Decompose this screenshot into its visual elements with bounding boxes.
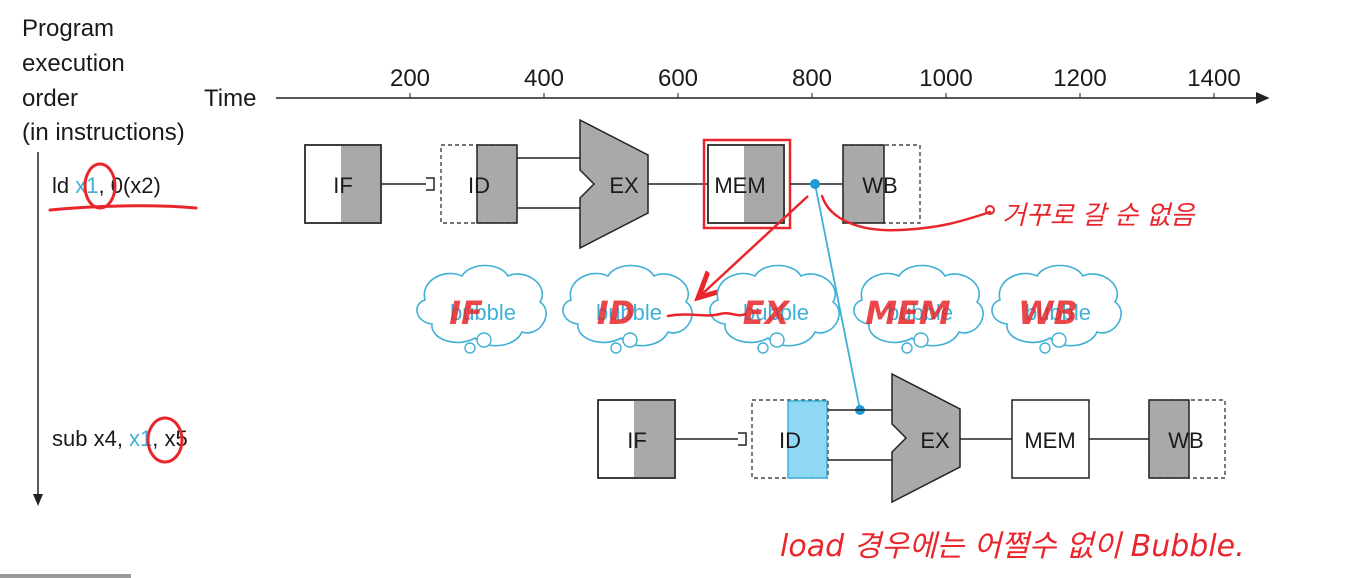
note-cannot-go-back: 거꾸로 갈 순 없음	[1002, 201, 1196, 231]
tick-label-400: 400	[524, 65, 564, 92]
tick-label-1200: 1200	[1053, 65, 1106, 92]
backward-arrow	[700, 195, 809, 296]
svg-text:sub x4, x1, x5: sub x4, x1, x5	[52, 426, 188, 451]
bottom-strip	[0, 574, 131, 578]
forwarding-path	[810, 179, 865, 415]
bubble-3-text: bubble	[743, 300, 809, 325]
ld-ex-label: EX	[609, 173, 639, 198]
ld-operands: , 0(x2)	[99, 173, 161, 198]
sub-mem-label: MEM	[1024, 428, 1075, 453]
ld-opcode: ld	[52, 173, 75, 198]
bubble-1: bubble IF	[416, 264, 547, 354]
note-curve	[820, 194, 992, 232]
bubble-3-hand: EX	[743, 294, 791, 332]
ld-underline	[48, 204, 198, 212]
bubble-1-hand: IF	[449, 294, 483, 332]
forward-source-dot	[810, 179, 820, 189]
bubble-connector-scribble	[666, 312, 747, 318]
ld-ex-stage: EX	[579, 118, 649, 250]
ld-mem-label: MEM	[714, 173, 765, 198]
ld-mem-stage: MEM	[702, 138, 792, 230]
order-label-line-1: Program	[22, 15, 114, 42]
ld-id-stage: ID	[440, 144, 518, 224]
note-load-bubble: load 경우에는 어쩔수 없이 Bubble.	[780, 529, 1245, 564]
ld-if-label: IF	[333, 173, 353, 198]
sub-pipeline: IF ID EX MEM WB	[597, 372, 1226, 504]
ld-wb-stage: WB	[842, 144, 921, 224]
sub-id-label: ID	[779, 428, 801, 453]
bubble-5-hand: WB	[1018, 294, 1078, 332]
bubble-3: bubble EX	[709, 264, 840, 354]
bubble-2-text: bubble	[596, 300, 662, 325]
sub-wb-stage: WB	[1148, 399, 1226, 479]
svg-text:ld x1, 0(x2): ld x1, 0(x2)	[52, 173, 161, 198]
ld-wb-label: WB	[862, 173, 897, 198]
bubble-1-text: bubble	[450, 300, 516, 325]
sub-wb-label: WB	[1168, 428, 1203, 453]
tick-label-1000: 1000	[919, 65, 972, 92]
sub-opcode: sub x4,	[52, 426, 129, 451]
bubble-5-text: bubble	[1025, 300, 1091, 325]
tick-label-800: 800	[792, 65, 832, 92]
tick-label-200: 200	[390, 65, 430, 92]
bubble-4-hand: MEM	[865, 294, 951, 332]
sub-register-circle	[146, 416, 184, 464]
order-label-line-2: execution	[22, 50, 125, 77]
sub-src-register: x1	[129, 426, 152, 451]
tick-label-1400: 1400	[1187, 65, 1240, 92]
ld-id-label: ID	[468, 173, 490, 198]
execution-order-label: Program execution order (in instructions…	[22, 15, 185, 146]
sub-if-label: IF	[627, 428, 647, 453]
ld-dest-register: x1	[75, 173, 98, 198]
bubble-4: bubble MEM	[853, 264, 984, 354]
order-label-line-3: order	[22, 85, 78, 112]
bubble-2-hand: ID	[597, 294, 635, 332]
sub-mem-stage: MEM	[1011, 399, 1090, 479]
order-label-line-4: (in instructions)	[22, 119, 185, 146]
instruction-ld: ld x1, 0(x2)	[48, 162, 198, 212]
bubble-row: bubble IF bubble ID bubble EX bubble MEM	[416, 264, 1122, 354]
bubble-2: bubble ID	[562, 264, 693, 354]
time-label: Time	[204, 85, 256, 112]
sub-if-stage: IF	[597, 399, 676, 479]
bubble-4-text: bubble	[887, 300, 953, 325]
tick-label-600: 600	[658, 65, 698, 92]
ld-pipeline: IF ID EX MEM WB	[304, 118, 921, 250]
bubble-5: bubble WB	[991, 264, 1122, 354]
sub-id-stage: ID	[751, 399, 829, 479]
sub-ex-stage: EX	[891, 372, 961, 504]
time-ticks: 200 400 600 800 1000 1200 1400	[390, 65, 1241, 98]
sub-ex-label: EX	[920, 428, 950, 453]
order-axis-arrowhead	[33, 494, 43, 506]
ld-if-stage: IF	[304, 144, 382, 224]
instruction-sub: sub x4, x1, x5	[52, 416, 188, 464]
